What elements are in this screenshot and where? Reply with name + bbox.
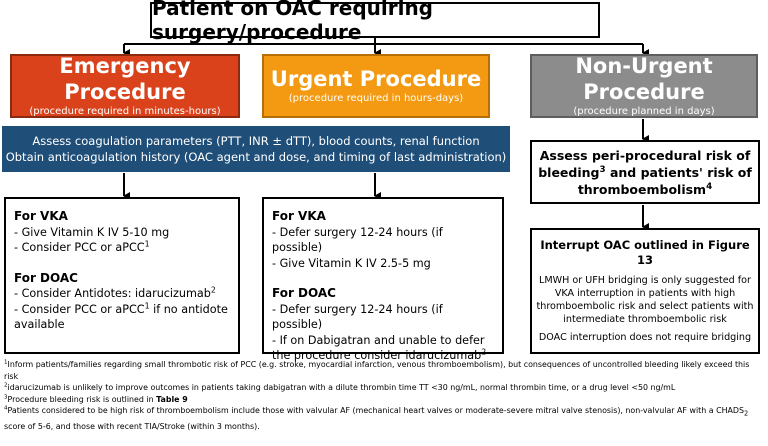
- emergency-doac-item-1: - Consider Antidotes: idarucizumab2: [14, 285, 216, 300]
- urgent-procedure-box: Urgent Procedure (procedure required in …: [262, 54, 490, 118]
- emergency-subtitle: (procedure required in minutes-hours): [29, 106, 221, 117]
- assess-line-2: Obtain anticoagulation history (OAC agen…: [5, 150, 507, 164]
- urgent-doac-heading: For DOAC: [272, 286, 336, 300]
- doac-bridging-note: DOAC interruption does not require bridg…: [538, 332, 752, 343]
- urgent-vka-item-1: - Defer surgery 12-24 hours (if possible…: [272, 225, 443, 255]
- emergency-doac-item-2: - Consider PCC or aPCC1 if no antidote a…: [14, 300, 228, 331]
- emergency-title: Emergency Procedure: [59, 54, 191, 104]
- footnote-1: 1Inform patients/families regarding smal…: [4, 359, 750, 381]
- emergency-vka-heading: For VKA: [14, 209, 68, 223]
- emergency-vka-item-2: - Consider PCC or aPCC1: [14, 239, 150, 254]
- footnote-3: 3Procedure bleeding risk is outlined in …: [4, 394, 188, 404]
- peri-procedural-risk-box: Assess peri-procedural risk of bleeding3…: [530, 140, 760, 204]
- urgent-vka-heading: For VKA: [272, 209, 326, 223]
- urgent-title: Urgent Procedure: [270, 67, 482, 91]
- footnote-2: 2idarucizumab is unlikely to improve out…: [4, 382, 676, 393]
- bridging-note: LMWH or UFH bridging is only suggested f…: [536, 275, 754, 325]
- emergency-procedure-box: Emergency Procedure (procedure required …: [10, 54, 240, 118]
- interrupt-title: Interrupt OAC outlined in Figure 13: [540, 238, 750, 267]
- nonurgent-procedure-box: Non-Urgent Procedure (procedure planned …: [530, 54, 758, 118]
- urgent-management-box: For VKA - Defer surgery 12-24 hours (if …: [262, 197, 504, 362]
- assess-coagulation-box: Assess coagulation parameters (PTT, INR …: [2, 126, 510, 172]
- emergency-management-box: For VKA - Give Vitamin K IV 5-10 mg - Co…: [4, 197, 240, 354]
- emergency-doac-heading: For DOAC: [14, 270, 78, 285]
- peri-procedural-risk-text: Assess peri-procedural risk of bleeding3…: [538, 147, 752, 197]
- urgent-subtitle: (procedure required in hours-days): [288, 93, 464, 104]
- footnote-4: 4Patients considered to be high risk of …: [4, 405, 749, 431]
- interrupt-oac-box: Interrupt OAC outlined in Figure 13 LMWH…: [530, 228, 760, 354]
- assess-line-1: Assess coagulation parameters (PTT, INR …: [32, 134, 480, 148]
- top-title: Patient on OAC requiring surgery/procedu…: [152, 0, 433, 44]
- nonurgent-title: Non-Urgent Procedure: [575, 54, 713, 104]
- urgent-doac-item-2: - If on Dabigatran and unable to defer t…: [272, 333, 487, 363]
- top-title-box: Patient on OAC requiring surgery/procedu…: [150, 0, 600, 44]
- footnotes: 1Inform patients/families regarding smal…: [4, 359, 764, 432]
- urgent-doac-item-1: - Defer surgery 12-24 hours (if possible…: [272, 302, 443, 332]
- nonurgent-subtitle: (procedure planned in days): [573, 106, 715, 117]
- urgent-vka-item-2: - Give Vitamin K IV 2.5-5 mg: [272, 256, 431, 270]
- emergency-vka-item-1: - Give Vitamin K IV 5-10 mg: [14, 225, 170, 239]
